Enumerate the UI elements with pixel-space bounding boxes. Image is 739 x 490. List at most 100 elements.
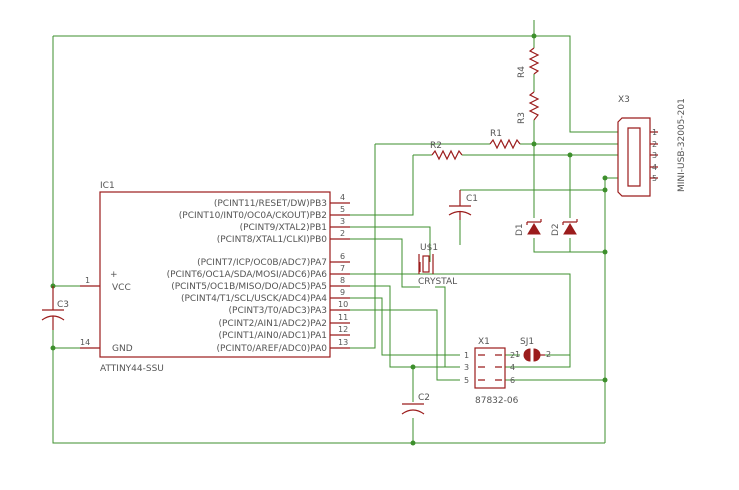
c2-plate-bottom	[401, 409, 425, 415]
d1-diode: D1	[515, 219, 542, 236]
ic1-pin-pb1: (PCINT9/XTAL2)PB1 3	[240, 217, 350, 233]
wire-pb2	[350, 155, 414, 216]
d2-label: D2	[551, 223, 561, 236]
sj1-pin2: 2	[546, 350, 551, 359]
c2-label: C2	[418, 393, 430, 403]
pin-label: (PCINT0/AREF/ADC0)PA0	[216, 344, 327, 354]
u1-name: U$1	[420, 243, 438, 253]
x1-body	[474, 347, 506, 389]
pin-num: 10	[338, 300, 348, 309]
x3-pin-3: 3	[652, 151, 657, 160]
x3-pin-1: 1	[652, 128, 657, 137]
sj1-jumper: SJ1 1 2	[515, 337, 551, 362]
junction	[602, 249, 608, 255]
r1-label: R1	[490, 129, 502, 139]
ic1-pin-pa3: (PCINT3/T0/ADC3)PA3 10	[229, 300, 350, 316]
r2-zigzag	[431, 149, 463, 161]
wire-d1-down	[533, 238, 605, 253]
junction	[410, 440, 416, 446]
u1-crystal: U$1 CRYSTAL	[418, 243, 457, 287]
x1-pins	[478, 354, 502, 381]
pin-label: (PCINT11/RESET/DW)PB3	[214, 199, 327, 209]
ic1-pin-pa2: (PCINT2/AIN1/ADC2)PA2 11	[218, 313, 350, 329]
x3-value: MINI-USB-32005-201	[677, 98, 687, 192]
r4-zigzag	[528, 47, 540, 75]
pin-num: 4	[340, 193, 345, 202]
pin-num: 11	[338, 313, 348, 322]
ic1-name: IC1	[100, 181, 115, 191]
pin-num: 5	[340, 205, 345, 214]
junction	[567, 152, 573, 158]
ic1-pin-pb3: (PCINT11/RESET/DW)PB3 4	[214, 193, 350, 209]
pin-num: 6	[340, 252, 345, 261]
wire-top-rail	[53, 35, 618, 133]
pin-label: (PCINT5/OC1B/MISO/DO/ADC5)PA5	[171, 282, 327, 292]
x1-pin-1: 1	[464, 351, 469, 360]
pin-label: (PCINT2/AIN1/ADC2)PA2	[218, 319, 327, 329]
x1-value: 87832-06	[475, 396, 519, 406]
pin-label: (PCINT8/XTAL1/CLKI)PB0	[217, 235, 328, 245]
d2-diode: D2	[551, 219, 578, 236]
c2-capacitor: C2	[401, 393, 430, 415]
x3-pin-4: 4	[652, 163, 657, 172]
x3-leads	[650, 131, 658, 179]
sj1-name: SJ1	[520, 337, 534, 347]
x1-pin-5: 5	[464, 376, 469, 385]
x3-pin-2: 2	[652, 140, 657, 149]
junction	[50, 345, 56, 351]
wire-pa4	[350, 297, 460, 356]
junction	[531, 141, 537, 147]
pin-num: 8	[340, 276, 345, 285]
r3-resistor: R3	[517, 91, 540, 124]
crystal-body	[422, 255, 430, 273]
pin-num: 3	[340, 217, 345, 226]
d1-triangle	[527, 223, 541, 235]
x1-pin-4: 4	[510, 363, 515, 372]
x3-pin-5: 5	[652, 174, 657, 183]
pin-num: 13	[338, 338, 348, 347]
ic1-gnd-label: GND	[112, 344, 133, 354]
pin-label: (PCINT3/T0/ADC3)PA3	[229, 306, 327, 316]
c3-label: C3	[57, 300, 69, 310]
ic1-gnd-pin-num: 14	[80, 338, 90, 347]
r4-label: R4	[517, 66, 527, 78]
pin-label: (PCINT9/XTAL2)PB1	[240, 223, 327, 233]
r1-resistor: R1	[489, 129, 521, 150]
junction	[602, 377, 608, 383]
sj1-pin1: 1	[515, 350, 520, 359]
x3-inner	[627, 127, 641, 187]
wires	[52, 20, 618, 444]
r4-resistor: R4	[517, 47, 540, 78]
pin-label: (PCINT4/T1/SCL/USCK/ADC4)PA4	[181, 294, 327, 304]
pin-label: (PCINT6/OC1A/SDA/MOSI/ADC6)PA6	[167, 270, 328, 280]
junction	[602, 187, 608, 193]
pin-label: (PCINT10/INT0/OC0A/CKOUT)PB2	[179, 211, 327, 221]
u1-value: CRYSTAL	[418, 277, 457, 287]
pin-num: 12	[338, 325, 348, 334]
ic1-pin-pa0: (PCINT0/AREF/ADC0)PA0 13	[216, 338, 350, 354]
ic1-component: IC1 ATTINY44-SSU VCC GND + 1 14 (PCINT11…	[80, 181, 350, 374]
ic1-pin-pb2: (PCINT10/INT0/OC0A/CKOUT)PB2 5	[179, 205, 350, 221]
junction	[410, 364, 416, 370]
wire-pa0	[350, 144, 376, 349]
wire-x1-4	[505, 355, 571, 368]
ic1-pin-pa4: (PCINT4/T1/SCL/USCK/ADC4)PA4 9	[181, 288, 350, 304]
x3-name: X3	[618, 95, 630, 105]
x3-shell	[617, 117, 651, 197]
x1-name: X1	[478, 337, 490, 347]
pin-label: (PCINT7/ICP/OC0B/ADC7)PA7	[197, 258, 327, 268]
c3-capacitor: C3	[41, 286, 69, 330]
x1-pin-2: 2	[510, 351, 515, 360]
r2-label: R2	[430, 141, 442, 151]
ic1-vcc-pin-num: 1	[85, 276, 90, 285]
pin-num: 7	[340, 264, 345, 273]
pin-label: (PCINT1/AIN0/ADC1)PA1	[218, 331, 327, 341]
d2-triangle	[563, 223, 577, 235]
r1-zigzag	[489, 138, 521, 150]
wire-pb0	[350, 238, 420, 288]
pin-num: 9	[340, 288, 345, 297]
ic1-pin-pa7: (PCINT7/ICP/OC0B/ADC7)PA7 6	[197, 252, 350, 268]
r3-label: R3	[517, 112, 527, 124]
x1-connector: X1 87832-06 1 2 3 4 5 6	[464, 337, 519, 406]
